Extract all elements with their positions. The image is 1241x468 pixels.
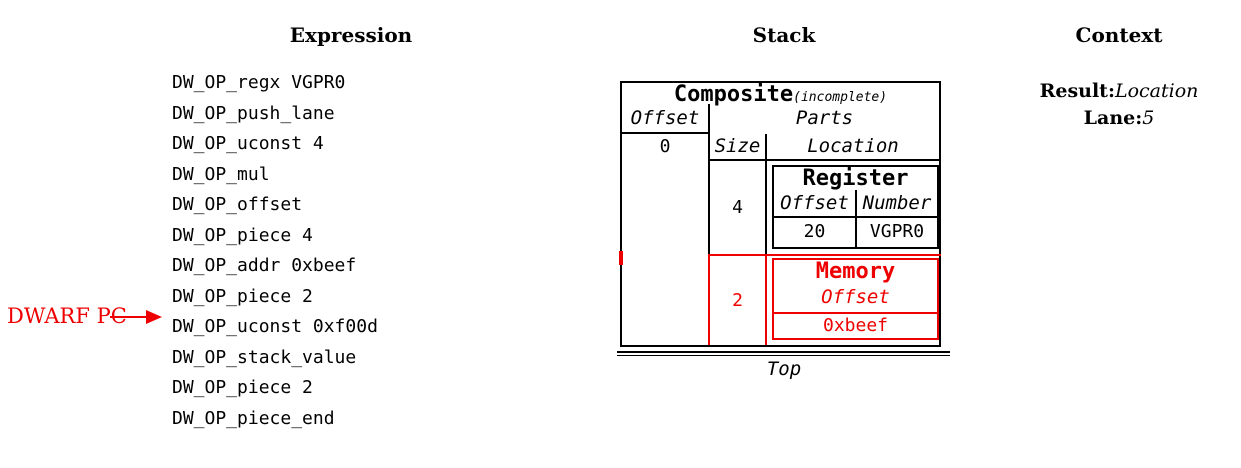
memory-location-title: Memory (815, 259, 896, 284)
part-size-value: 4 (732, 197, 743, 218)
context-column-title: Context (1075, 23, 1163, 47)
expression-line: DW_OP_piece_end (172, 408, 335, 430)
context-lane-line: Lane:5 (1019, 106, 1219, 130)
register-offset-header: Offset (780, 192, 849, 214)
composite-offset-value: 0 (659, 136, 671, 157)
expression-line: DW_OP_mul (172, 163, 270, 185)
expression-line: DW_OP_piece 2 (172, 285, 313, 307)
expression-list: DW_OP_regx VGPR0 DW_OP_push_lane DW_OP_u… (172, 68, 378, 435)
composite-offset-header: Offset (630, 107, 700, 129)
register-number-value: VGPR0 (869, 221, 925, 242)
stack-top-rule-lower (617, 355, 950, 356)
divider-under-size-location (710, 159, 939, 161)
dwarf-pc-label: DWARF PC (7, 304, 127, 328)
parts-size-header: Size (714, 135, 761, 157)
divider-highlighted-row-top (708, 254, 941, 256)
expression-line: DW_OP_piece 4 (172, 224, 313, 246)
stack-top-label: Top (766, 358, 802, 380)
expression-line: DW_OP_uconst 4 (172, 133, 324, 155)
memory-offset-value: 0xbeef (822, 315, 889, 336)
memory-offset-header: Offset (821, 286, 890, 308)
expression-line: DW_OP_push_lane (172, 102, 335, 124)
divider-memory-header (774, 312, 937, 314)
dwarf-pc-arrow-icon (146, 310, 162, 324)
context-result-line: Result:Location (1019, 79, 1219, 103)
divider-under-offset (622, 132, 708, 134)
expression-line: DW_OP_addr 0xbeef (172, 255, 357, 277)
composite-parts-header: Parts (795, 107, 854, 129)
separator-size-location (765, 134, 767, 254)
register-number-header: Number (862, 192, 932, 214)
context-result-label: Result: (1039, 80, 1115, 102)
expression-line-pc-target: DW_OP_uconst 0xf00d (172, 316, 378, 338)
separator-offset-parts (708, 104, 710, 254)
expression-column-title: Expression (289, 23, 413, 47)
expression-line: DW_OP_piece 2 (172, 377, 313, 399)
separator-register-columns (855, 190, 857, 247)
register-location-title: Register (802, 166, 909, 191)
separator-size-location-highlighted (765, 254, 767, 345)
context-lane-label: Lane: (1083, 107, 1143, 129)
parts-location-header: Location (807, 135, 899, 157)
expression-line: DW_OP_offset (172, 194, 303, 216)
dwarf-pc-arrow-shaft (110, 316, 148, 318)
context-result-value: Location (1114, 80, 1199, 102)
register-offset-value: 20 (803, 221, 826, 242)
expression-line: DW_OP_regx VGPR0 (172, 72, 346, 93)
composite-table-frame (620, 81, 941, 347)
divider-register-header (774, 216, 937, 218)
stack-column-title: Stack (752, 23, 816, 47)
stack-top-rule-upper (617, 351, 950, 353)
composite-header-row: Composite(incomplete) (622, 83, 939, 106)
separator-offset-parts-highlighted (708, 254, 710, 345)
context-lane-value: 5 (1142, 107, 1155, 129)
expression-line: DW_OP_stack_value (172, 346, 357, 368)
memory-location-frame (772, 258, 939, 340)
highlighted-row-left-tick (619, 251, 623, 265)
register-location-frame (772, 165, 939, 249)
composite-title: Composite (673, 82, 794, 107)
composite-qualifier: (incomplete) (793, 90, 888, 105)
part-size-value: 2 (732, 290, 743, 311)
